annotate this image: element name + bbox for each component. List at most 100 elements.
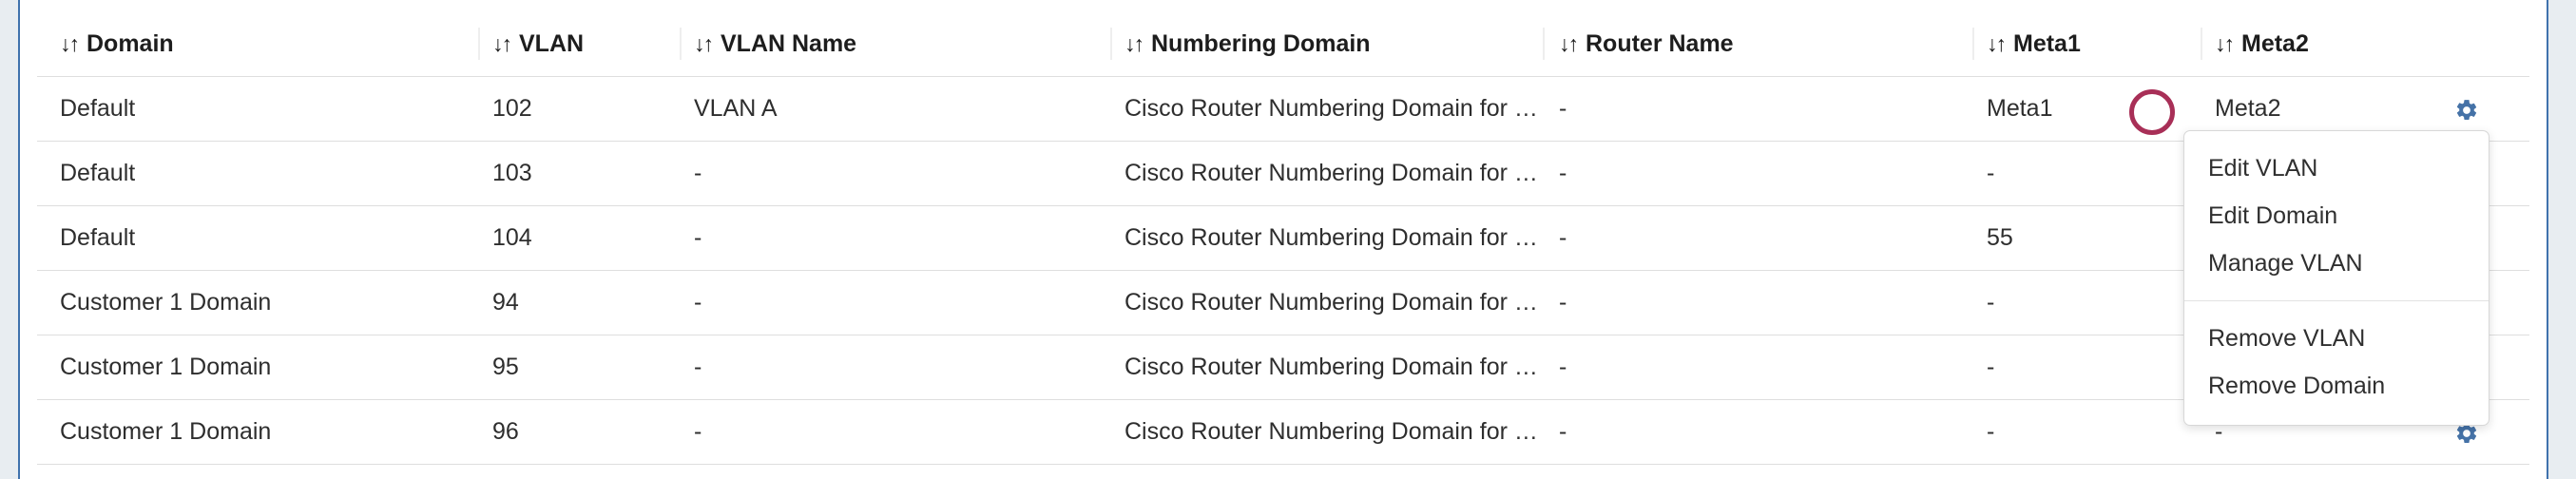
column-divider bbox=[680, 28, 682, 60]
column-divider bbox=[680, 221, 682, 254]
sort-updown-icon[interactable]: ↓↑ bbox=[492, 31, 512, 56]
cell-vlan_name: - bbox=[694, 224, 702, 251]
column-divider bbox=[1543, 221, 1545, 254]
vlan-table-card: ↓↑Domain↓↑VLAN↓↑VLAN Name↓↑Numbering Dom… bbox=[20, 0, 2547, 479]
cell-numbering: Cisco Router Numbering Domain for … bbox=[1125, 224, 1538, 251]
column-divider bbox=[1972, 92, 1974, 125]
cell-vlan_name: - bbox=[694, 354, 702, 380]
column-divider bbox=[680, 157, 682, 189]
column-divider bbox=[1110, 92, 1112, 125]
column-header-domain[interactable]: ↓↑Domain bbox=[60, 11, 174, 76]
cell-numbering: Cisco Router Numbering Domain for … bbox=[1125, 418, 1538, 445]
column-header-vlan_name[interactable]: ↓↑VLAN Name bbox=[694, 11, 856, 76]
column-divider bbox=[1110, 221, 1112, 254]
cell-router: - bbox=[1559, 224, 1567, 251]
sort-updown-icon[interactable]: ↓↑ bbox=[2215, 31, 2235, 56]
column-divider bbox=[680, 415, 682, 448]
row-action-gear-icon[interactable] bbox=[2448, 76, 2486, 141]
column-divider bbox=[1972, 221, 1974, 254]
column-header-label: Router Name bbox=[1586, 30, 1734, 57]
cell-domain: Default bbox=[60, 224, 136, 251]
column-divider bbox=[478, 415, 480, 448]
column-divider bbox=[1543, 415, 1545, 448]
cell-meta1: - bbox=[1987, 289, 1995, 316]
column-divider bbox=[1543, 286, 1545, 318]
cell-meta1: - bbox=[1987, 160, 1995, 186]
column-divider bbox=[478, 157, 480, 189]
column-divider bbox=[1972, 415, 1974, 448]
menu-item-edit-vlan[interactable]: Edit VLAN bbox=[2208, 155, 2318, 182]
cell-vlan_name: VLAN A bbox=[694, 95, 778, 122]
row-divider bbox=[37, 205, 2529, 206]
column-header-label: Numbering Domain bbox=[1151, 30, 1371, 57]
column-divider bbox=[680, 92, 682, 125]
column-divider bbox=[1972, 351, 1974, 383]
table-header-row: ↓↑Domain↓↑VLAN↓↑VLAN Name↓↑Numbering Dom… bbox=[20, 11, 2547, 76]
cell-domain: Default bbox=[60, 160, 136, 186]
menu-item-manage-vlan[interactable]: Manage VLAN bbox=[2208, 250, 2363, 277]
cell-meta2: - bbox=[2215, 418, 2223, 445]
cell-numbering: Cisco Router Numbering Domain for … bbox=[1125, 160, 1538, 186]
column-divider bbox=[1110, 351, 1112, 383]
annotation-circle-highlight bbox=[2129, 89, 2175, 135]
column-divider bbox=[1110, 28, 1112, 60]
cell-vlan_name: - bbox=[694, 289, 702, 316]
column-divider bbox=[680, 351, 682, 383]
column-header-meta2[interactable]: ↓↑Meta2 bbox=[2215, 11, 2309, 76]
column-header-numbering[interactable]: ↓↑ Numbering Domain bbox=[1125, 11, 1371, 76]
sort-updown-icon[interactable]: ↓↑ bbox=[1987, 31, 2007, 56]
column-divider bbox=[1543, 28, 1545, 60]
cell-router: - bbox=[1559, 160, 1567, 186]
cell-meta2: Meta2 bbox=[2215, 95, 2281, 122]
cell-router: - bbox=[1559, 95, 1567, 122]
column-divider bbox=[1972, 286, 1974, 318]
page-gutter-left bbox=[0, 0, 18, 479]
sort-updown-icon[interactable]: ↓↑ bbox=[694, 31, 714, 56]
row-divider bbox=[37, 399, 2529, 400]
cell-domain: Customer 1 Domain bbox=[60, 354, 272, 380]
column-header-vlan[interactable]: ↓↑VLAN bbox=[492, 11, 584, 76]
column-header-router[interactable]: ↓↑ Router Name bbox=[1559, 11, 1734, 76]
cell-meta1: - bbox=[1987, 418, 1995, 445]
column-divider bbox=[1110, 286, 1112, 318]
cell-vlan: 96 bbox=[492, 418, 519, 445]
cell-vlan: 94 bbox=[492, 289, 519, 316]
cell-router: - bbox=[1559, 289, 1567, 316]
menu-item-edit-domain[interactable]: Edit Domain bbox=[2208, 202, 2338, 229]
sort-updown-icon[interactable]: ↓↑ bbox=[1125, 31, 1144, 56]
cell-meta1: Meta1 bbox=[1987, 95, 2053, 122]
menu-item-remove-domain[interactable]: Remove Domain bbox=[2208, 373, 2386, 399]
cell-domain: Customer 1 Domain bbox=[60, 289, 272, 316]
cell-vlan: 103 bbox=[492, 160, 532, 186]
column-divider bbox=[1110, 157, 1112, 189]
menu-item-remove-vlan[interactable]: Remove VLAN bbox=[2208, 325, 2366, 352]
column-header-label: Meta1 bbox=[2013, 30, 2081, 57]
cell-meta1: 55 bbox=[1987, 224, 2013, 251]
column-divider bbox=[2201, 28, 2202, 60]
column-divider bbox=[478, 92, 480, 125]
cell-vlan_name: - bbox=[694, 418, 702, 445]
column-header-meta1[interactable]: ↓↑Meta1 bbox=[1987, 11, 2081, 76]
header-divider bbox=[37, 76, 2529, 77]
column-divider bbox=[680, 286, 682, 318]
column-divider bbox=[478, 286, 480, 318]
cell-vlan: 104 bbox=[492, 224, 532, 251]
cell-numbering: Cisco Router Numbering Domain for … bbox=[1125, 354, 1538, 380]
sort-updown-icon[interactable]: ↓↑ bbox=[1559, 31, 1579, 56]
sort-updown-icon[interactable]: ↓↑ bbox=[60, 31, 80, 56]
cell-vlan: 102 bbox=[492, 95, 532, 122]
column-divider bbox=[2201, 92, 2202, 125]
row-action-gear-icon[interactable] bbox=[2448, 399, 2486, 464]
cell-router: - bbox=[1559, 418, 1567, 445]
cell-meta1: - bbox=[1987, 354, 1995, 380]
page-border-left bbox=[18, 0, 20, 479]
row-divider bbox=[37, 270, 2529, 271]
